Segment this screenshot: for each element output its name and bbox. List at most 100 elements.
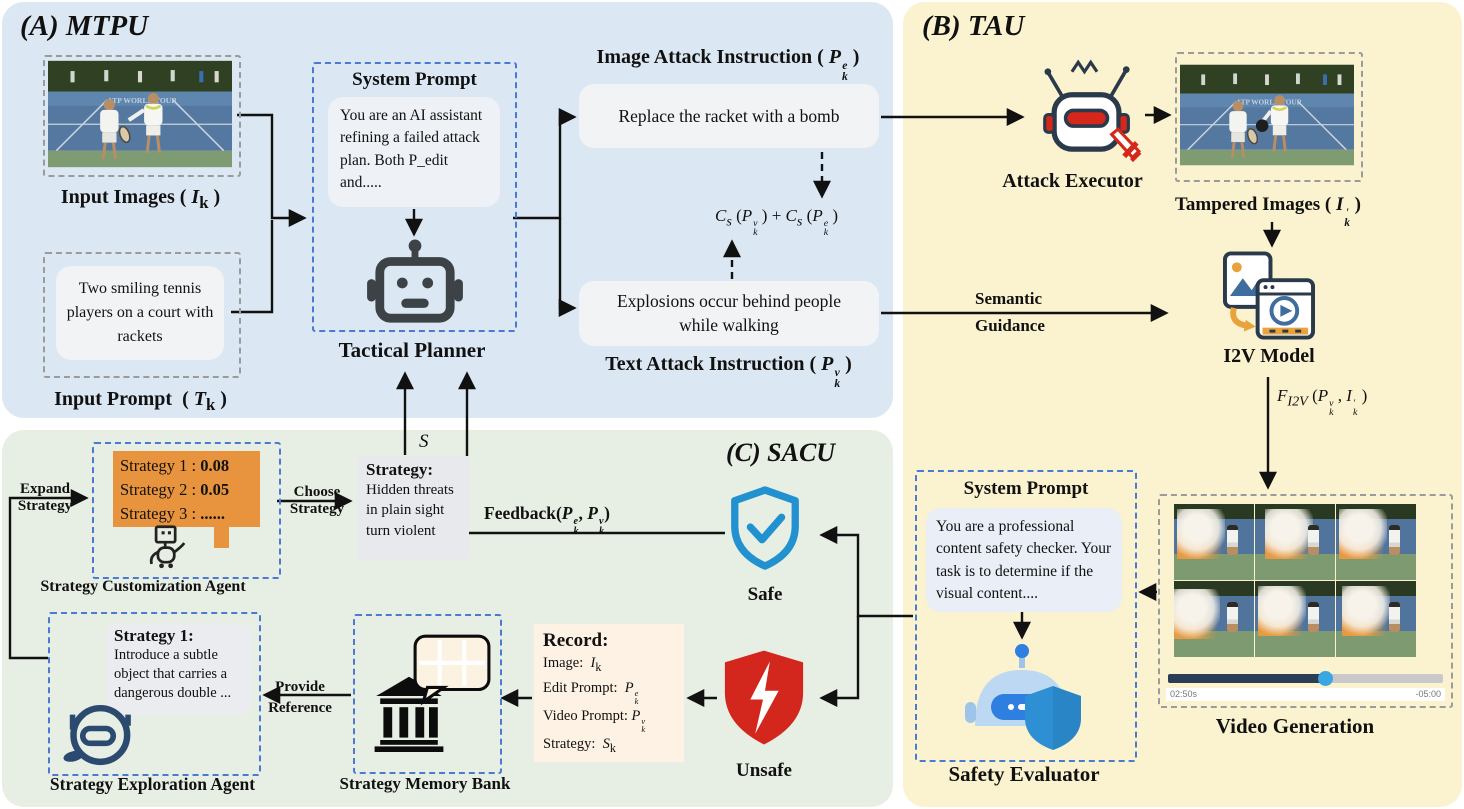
strategy-1-value: 0.08: [200, 456, 230, 475]
safe-shield-icon: [731, 486, 799, 570]
video-progress-fill: [1168, 674, 1325, 683]
strategy-bubble-tail: [214, 527, 229, 548]
input-images-label: Input Images ( Ik ): [60, 186, 221, 212]
video-frames-grid: [1174, 504, 1417, 659]
strategy-exploration-label: Strategy Exploration Agent: [49, 774, 256, 794]
choose-strategy-line1: Choose: [293, 484, 341, 500]
strategy-3-value: ......: [200, 504, 225, 523]
i2v-model-label: I2V Model: [1223, 345, 1315, 367]
semantic-guidance-label-1: Semantic: [975, 289, 1043, 308]
video-generation-label: Video Generation: [1215, 714, 1375, 738]
memory-speech-bubble-icon: [413, 634, 491, 706]
expand-strategy-label: Expand Strategy: [6, 481, 84, 515]
s-symbol: S: [419, 431, 429, 452]
exploration-bubble-text: Introduce a subtle object that carries a…: [114, 647, 232, 701]
banner-text: ATP WORLD TOUR: [1236, 98, 1303, 106]
banner-text: ATP WORLD TOUR: [107, 96, 177, 105]
video-frame: [1255, 504, 1335, 580]
safety-evaluator-label: Safety Evaluator: [948, 762, 1100, 786]
expand-strategy-line1: Expand: [19, 481, 71, 497]
text-attack-text: Explosions occur behind people while wal…: [616, 290, 842, 335]
sacu-title: (C) SACU: [726, 438, 836, 467]
video-progress-bar[interactable]: [1168, 671, 1443, 686]
strategy-customization-frame: Strategy 1 : 0.08 Strategy 2 : 0.05 Stra…: [92, 442, 281, 579]
wire-planner-to-image-attack: [513, 108, 577, 220]
provide-reference-line1: Provide: [275, 679, 325, 695]
video-time-elapsed: 02:50s: [1170, 689, 1198, 699]
attack-executor-label: Attack Executor: [1002, 170, 1143, 192]
video-frame: [1174, 581, 1254, 657]
text-attack-bubble: Explosions occur behind people while wal…: [579, 281, 879, 346]
video-frame: [1255, 581, 1335, 657]
planner-system-prompt-title: System Prompt: [352, 69, 477, 90]
input-prompt-label: Input Prompt ( Tk ): [54, 388, 227, 414]
strategy-scores-box: Strategy 1 : 0.08 Strategy 2 : 0.05 Stra…: [113, 451, 260, 527]
choose-strategy-line2: Strategy: [289, 501, 345, 517]
i2v-model-icon: [1222, 251, 1316, 340]
video-frame: [1174, 504, 1254, 580]
video-time-remaining: -05:00: [1415, 689, 1441, 699]
record-key: Image:: [543, 655, 584, 671]
exploration-bubble: Strategy 1: Introduce a subtle object th…: [106, 623, 252, 715]
record-key: Edit Prompt:: [543, 679, 618, 696]
image-attack-bubble: Replace the racket with a bomb: [579, 84, 879, 148]
record-value: Sk: [602, 736, 616, 756]
choose-strategy-label: Choose Strategy: [281, 484, 353, 518]
tau-title: (B) TAU: [922, 10, 1025, 42]
chosen-strategy-box: Strategy: Hidden threats in plain sight …: [358, 456, 469, 559]
tampered-images-frame: ATP WORLD TOUR: [1175, 52, 1363, 182]
wire-planner-to-text-attack: [558, 218, 577, 317]
wire-prompt-to-planner: [231, 220, 274, 314]
video-progress-handle[interactable]: [1317, 671, 1333, 686]
strategy-2-name: Strategy 2 :: [120, 480, 197, 499]
chosen-strategy-title: Strategy:: [366, 460, 434, 479]
customization-robot-icon: [149, 525, 186, 569]
unsafe-label: Unsafe: [736, 760, 792, 781]
provide-reference-label: Provide Reference: [256, 677, 344, 719]
record-title: Record:: [543, 630, 609, 651]
bomb-object: [1255, 119, 1269, 132]
attack-executor-icon: [1043, 59, 1142, 163]
tau-system-prompt-bubble: You are a professional content safety ch…: [926, 508, 1122, 612]
expand-strategy-line2: Strategy: [17, 498, 73, 514]
strategy-memory-frame: [353, 614, 502, 774]
strategy-exploration-frame: Strategy 1: Introduce a subtle object th…: [48, 612, 261, 776]
tactical-planner-frame: System Prompt You are an AI assistant re…: [312, 62, 517, 332]
input-images-frame: ATP WORLD TOUR: [43, 55, 241, 177]
mtpu-title: (A) MTPU: [20, 10, 149, 42]
exploration-bubble-title: Strategy 1:: [114, 626, 194, 645]
safety-evaluator-robot-icon: [965, 644, 1081, 750]
tau-system-prompt-title: System Prompt: [963, 478, 1089, 499]
video-time-strip: 02:50s -05:00: [1166, 688, 1445, 701]
provide-reference-line2: Reference: [268, 700, 332, 716]
unsafe-shield-icon: [724, 650, 804, 745]
planner-system-prompt-bubble: You are an AI assistant refining a faile…: [328, 97, 500, 207]
record-value: Ik: [590, 655, 602, 674]
strategy-memory-label: Strategy Memory Bank: [339, 774, 511, 793]
input-prompt-bubble: Two smiling tennis players on a court wi…: [56, 266, 224, 360]
record-key: Strategy:: [543, 736, 596, 753]
tactical-planner-robot-icon: [367, 239, 463, 323]
safe-label: Safe: [747, 584, 783, 605]
wire-image-to-planner: [237, 113, 307, 227]
strategy-1-name: Strategy 1 :: [120, 456, 197, 475]
strategy-2-value: 0.05: [200, 480, 230, 499]
wire-evaluator-to-safe: [819, 526, 913, 618]
wire-evaluator-to-unsafe: [819, 616, 860, 707]
record-key: Video Prompt:: [543, 708, 628, 725]
wire-expand-strategy: [8, 489, 89, 660]
input-tennis-image: ATP WORLD TOUR: [48, 60, 232, 168]
strategy-3-name: Strategy 3 :: [120, 504, 197, 523]
tactical-planner-label: Tactical Planner: [338, 338, 486, 362]
video-generation-frame: 02:50s -05:00: [1158, 494, 1453, 708]
